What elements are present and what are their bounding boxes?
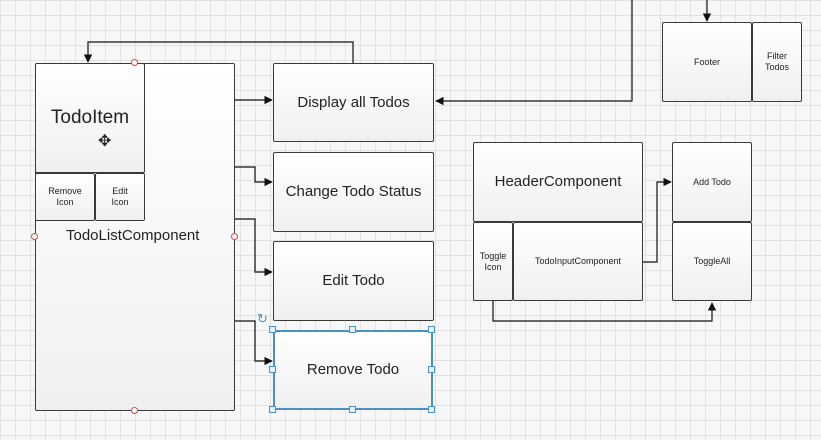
- remove-icon-box[interactable]: Remove Icon: [35, 173, 95, 221]
- connector-list-to-todoitem[interactable]: [83, 41, 354, 64]
- selection-handle-right[interactable]: [428, 366, 435, 373]
- display-all-todos-box[interactable]: Display all Todos: [273, 63, 434, 142]
- connector-toggle-icon-to-toggleall[interactable]: [492, 301, 717, 322]
- connector-input-to-add-todo[interactable]: [643, 177, 672, 263]
- todo-list-component-label: TodoListComponent: [66, 227, 200, 244]
- connection-point-left[interactable]: [31, 233, 38, 240]
- selection-handle-left[interactable]: [269, 366, 276, 373]
- toggle-all-box[interactable]: ToggleAll: [672, 222, 752, 301]
- connector-to-change-status[interactable]: [235, 166, 273, 187]
- selection-handle-top[interactable]: [349, 326, 356, 333]
- change-todo-status-box[interactable]: Change Todo Status: [273, 152, 434, 232]
- filter-todos-box[interactable]: Filter Todos: [752, 22, 802, 102]
- selection-handle-bottom-right[interactable]: [428, 406, 435, 413]
- move-cursor-icon: ✥: [98, 133, 112, 150]
- edit-icon-box[interactable]: Edit Icon: [95, 173, 145, 221]
- connection-point-right[interactable]: [231, 233, 238, 240]
- toggle-icon-box[interactable]: Toggle Icon: [473, 222, 513, 301]
- connection-point-top[interactable]: [131, 59, 138, 66]
- selection-handle-bottom[interactable]: [349, 406, 356, 413]
- selection-handle-bottom-left[interactable]: [269, 406, 276, 413]
- selection-handle-top-left[interactable]: [269, 326, 276, 333]
- add-todo-box[interactable]: Add Todo: [672, 142, 752, 222]
- footer-box[interactable]: Footer: [662, 22, 752, 102]
- connector-to-remove-todo[interactable]: [235, 320, 273, 366]
- todo-input-component-box[interactable]: TodoInputComponent: [513, 222, 643, 301]
- rotate-handle-icon[interactable]: ↻: [257, 311, 268, 326]
- connector-external-to-display-all[interactable]: [435, 0, 633, 106]
- selection-handle-top-right[interactable]: [428, 326, 435, 333]
- remove-todo-box[interactable]: Remove Todo: [273, 330, 433, 410]
- header-component-box[interactable]: HeaderComponent: [473, 142, 643, 222]
- todo-item-box[interactable]: TodoItem: [35, 63, 145, 173]
- edit-todo-box[interactable]: Edit Todo: [273, 241, 434, 321]
- connection-point-bottom[interactable]: [131, 407, 138, 414]
